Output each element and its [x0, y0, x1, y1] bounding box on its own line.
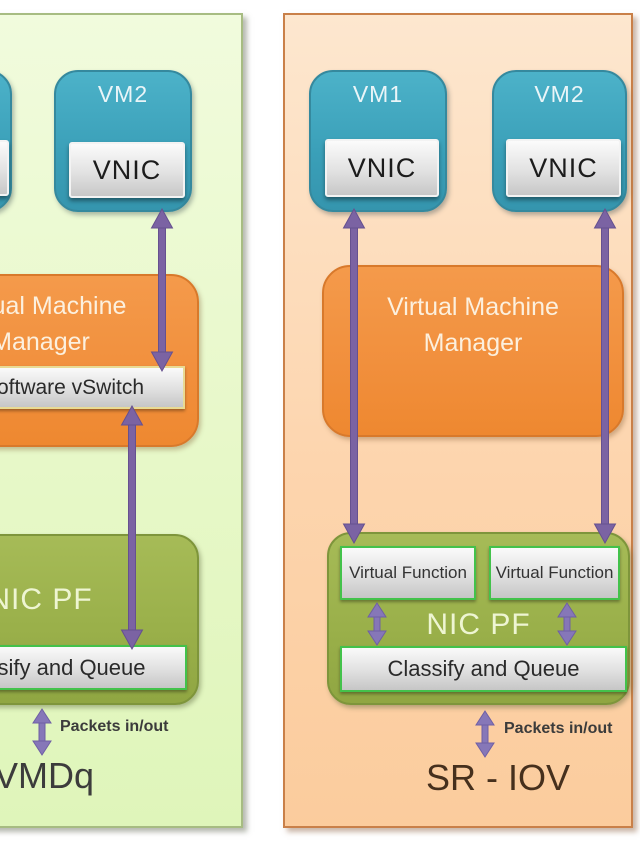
virtual-function-label: Virtual Function — [349, 563, 467, 583]
classify-queue-label: Classify and Queue — [0, 654, 146, 680]
vmm-label: Virtual Machine Manager — [0, 292, 127, 357]
vnic-box: VNIC — [506, 139, 621, 197]
vmdq-vm1-box: VM1 VNIC — [0, 70, 12, 212]
packets-label: Packets in/out — [60, 718, 169, 735]
classify-queue-label: Classify and Queue — [387, 656, 580, 681]
software-vswitch-label: Software vSwitch — [0, 375, 145, 399]
software-vswitch-box: Software vSwitch — [0, 366, 185, 409]
virtual-function-label: Virtual Function — [495, 563, 614, 583]
vmm-label: Virtual Machine Manager — [387, 293, 559, 358]
arrow-vf1-queue — [367, 602, 387, 646]
vmdq-panel: VM1 VNIC VM2 VNIC Virtual Machine Manage… — [0, 13, 243, 828]
sriov-vm1-box: VM1 VNIC — [309, 70, 447, 212]
vm-label: VM1 — [0, 81, 10, 108]
vnic-box: VNIC — [69, 142, 185, 198]
vmdq-vm2-box: VM2 VNIC — [54, 70, 192, 212]
packets-label: Packets in/out — [504, 720, 613, 737]
sriov-panel: VM1 VNIC VM2 VNIC Virtual Machine Manage… — [283, 13, 633, 828]
vnic-box: VNIC — [325, 139, 439, 197]
sriov-caption: SR - IOV — [425, 757, 571, 798]
vnic-label: VNIC — [92, 154, 162, 185]
vm-label: VM2 — [534, 81, 585, 107]
arrow-vf2-queue — [557, 602, 577, 646]
classify-queue-box: Classify and Queue — [0, 645, 187, 690]
vm-label: VM2 — [97, 81, 149, 107]
arrow-vm1-vf — [342, 208, 366, 544]
arrow-vswitch-queue — [120, 405, 144, 650]
virtual-function-box: Virtual Function — [489, 546, 620, 600]
vm-label: VM1 — [352, 81, 404, 107]
virtual-function-box: Virtual Function — [340, 546, 476, 600]
nic-pf-label: NIC PF — [426, 608, 531, 641]
vnic-label: VNIC — [347, 152, 417, 183]
packets-arrow — [32, 708, 52, 756]
sriov-vmm-box: Virtual Machine Manager — [322, 265, 624, 437]
sriov-vm2-box: VM2 VNIC — [492, 70, 627, 212]
arrow-vnic-vswitch — [150, 208, 174, 372]
vnic-box: VNIC — [0, 140, 9, 196]
vmdq-caption: VMDq — [0, 755, 95, 796]
packets-arrow — [475, 710, 495, 758]
classify-queue-box: Classify and Queue — [340, 646, 627, 692]
vnic-label: VNIC — [529, 152, 598, 183]
nic-pf-label: NIC PF — [0, 583, 93, 616]
arrow-vm2-vf — [593, 208, 617, 544]
